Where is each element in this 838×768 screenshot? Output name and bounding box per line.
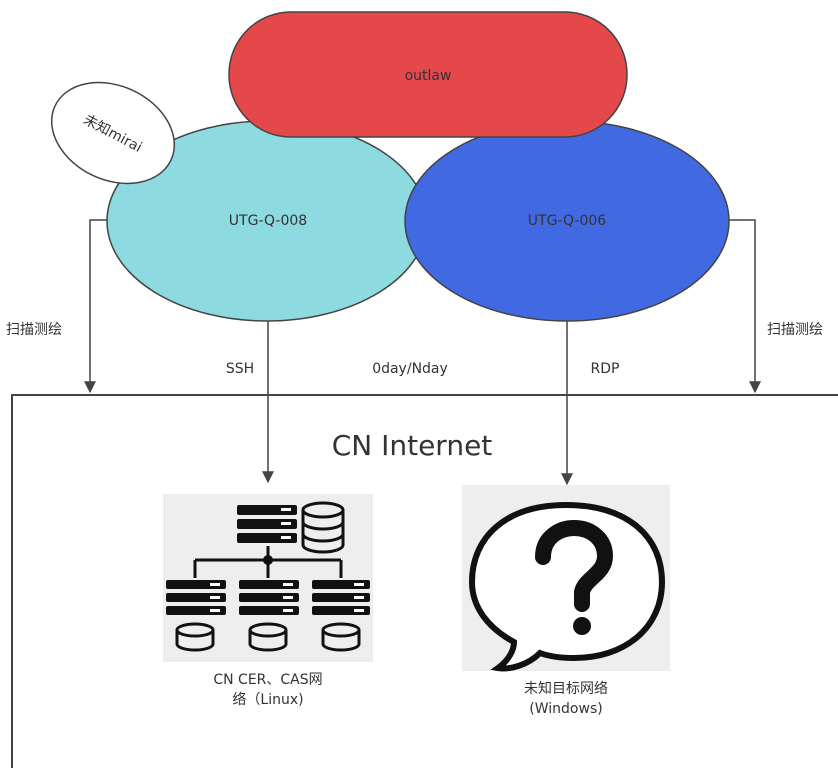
windows-target-label-line1: 未知目标网络 xyxy=(524,680,608,697)
outlaw-node xyxy=(228,11,628,138)
mirai-node xyxy=(50,81,176,185)
utg-q-006-label: UTG-Q-006 xyxy=(528,213,606,229)
cn-internet-region xyxy=(11,394,838,768)
windows-target-label-line2: (Windows) xyxy=(529,701,602,717)
ssh-label: SSH xyxy=(226,361,254,377)
rdp-label: RDP xyxy=(591,361,620,377)
linux-target-label-line2: 络（Linux) xyxy=(232,692,303,708)
scan-right-label: 扫描测绘 xyxy=(767,322,823,338)
outlaw-label: outlaw xyxy=(405,68,452,84)
utg-q-008-label: UTG-Q-008 xyxy=(229,213,307,229)
scan-right-arrow xyxy=(728,219,761,394)
linux-target-label-line1: CN CER、CAS网 xyxy=(213,672,322,688)
scan-left-arrow xyxy=(84,219,107,394)
zeroday-label: 0day/Nday xyxy=(372,361,448,377)
question-bubble-icon xyxy=(462,485,670,672)
server-network-icon xyxy=(163,494,373,662)
cn-internet-label: CN Internet xyxy=(332,429,493,462)
scan-left-label: 扫描测绘 xyxy=(6,322,62,338)
